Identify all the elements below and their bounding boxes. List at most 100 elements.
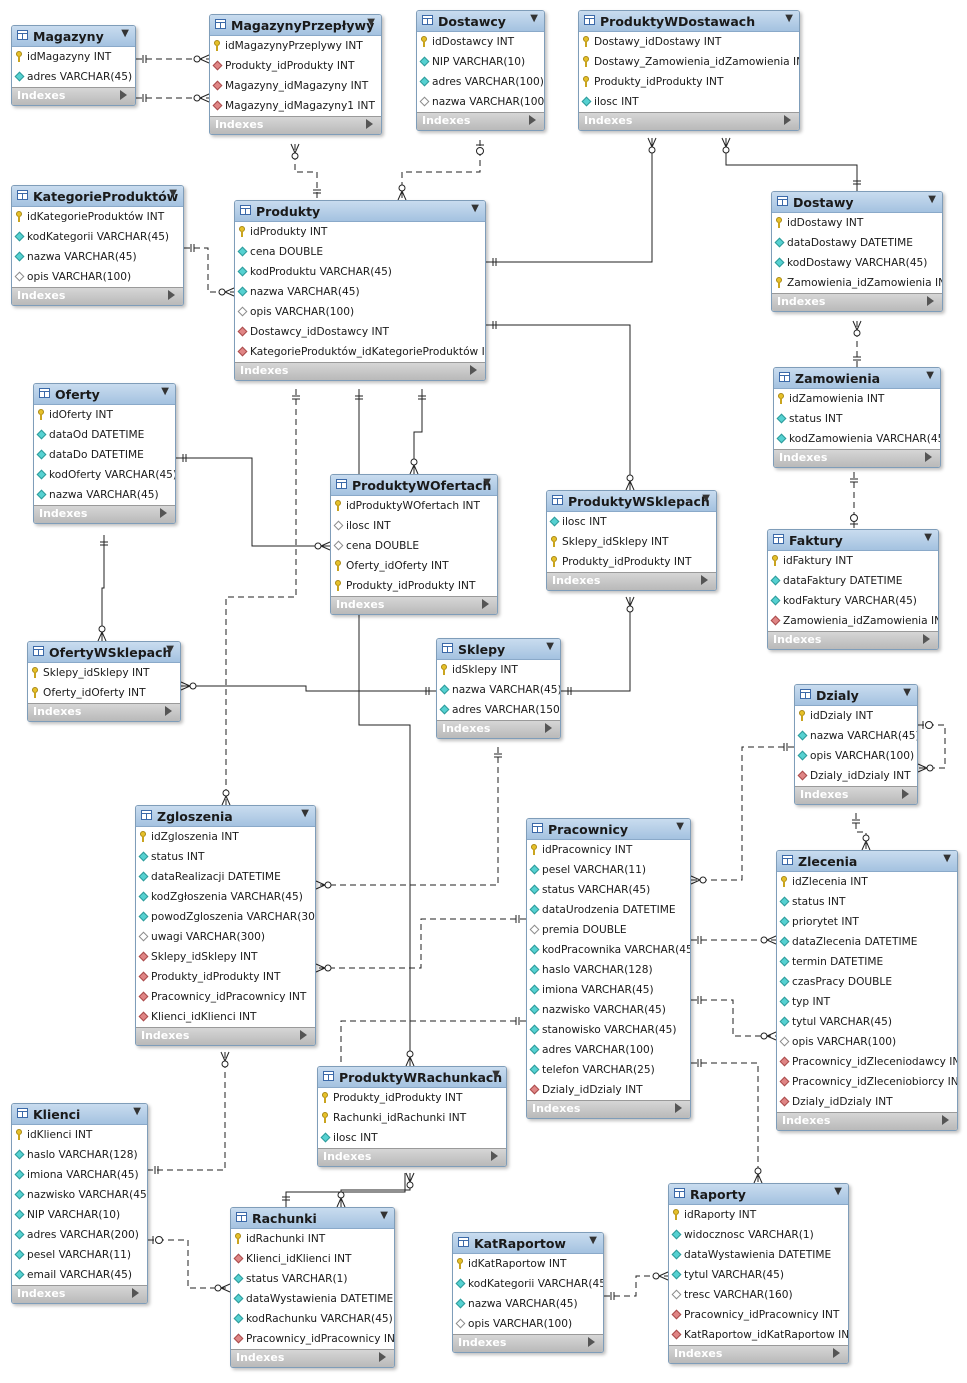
- indexes-footer[interactable]: Indexes: [210, 116, 381, 134]
- table-header[interactable]: Zamowienia▼: [774, 368, 940, 389]
- column-row[interactable]: Pracownicy_idZleceniodawcy INT: [777, 1052, 957, 1072]
- column-row[interactable]: status INT: [777, 892, 957, 912]
- column-row[interactable]: nazwa VARCHAR(45): [453, 1294, 603, 1314]
- collapse-arrow-icon[interactable]: ▼: [943, 853, 951, 864]
- expand-arrow-icon[interactable]: [132, 1288, 139, 1298]
- expand-arrow-icon[interactable]: [545, 723, 552, 733]
- column-row[interactable]: email VARCHAR(45): [12, 1265, 147, 1285]
- column-row[interactable]: dataFaktury DATETIME: [768, 571, 938, 591]
- expand-arrow-icon[interactable]: [833, 1348, 840, 1358]
- column-row[interactable]: status VARCHAR(1): [231, 1269, 394, 1289]
- indexes-footer[interactable]: Indexes: [772, 293, 942, 311]
- column-row[interactable]: Produkty_idProdukty INT: [331, 576, 497, 596]
- collapse-arrow-icon[interactable]: ▼: [166, 644, 174, 655]
- table-header[interactable]: Dostawy▼: [772, 192, 942, 213]
- column-row[interactable]: ilosc INT: [547, 512, 716, 532]
- collapse-arrow-icon[interactable]: ▼: [483, 477, 491, 488]
- column-row[interactable]: dataDostawy DATETIME: [772, 233, 942, 253]
- collapse-arrow-icon[interactable]: ▼: [121, 28, 129, 39]
- column-row[interactable]: tytul VARCHAR(45): [777, 1012, 957, 1032]
- expand-arrow-icon[interactable]: [120, 90, 127, 100]
- indexes-footer[interactable]: Indexes: [28, 703, 180, 721]
- indexes-footer[interactable]: Indexes: [12, 287, 183, 305]
- column-row[interactable]: nazwa VARCHAR(45): [235, 282, 485, 302]
- table-header[interactable]: Zlecenia▼: [777, 851, 957, 872]
- collapse-arrow-icon[interactable]: ▼: [834, 1186, 842, 1197]
- column-row[interactable]: premia DOUBLE: [527, 920, 690, 940]
- column-row[interactable]: Produkty_idProdukty INT: [210, 56, 381, 76]
- column-row[interactable]: Sklepy_idSklepy INT: [136, 947, 315, 967]
- column-row[interactable]: Sklepy_idSklepy INT: [28, 663, 180, 683]
- column-row[interactable]: status INT: [774, 409, 940, 429]
- column-row[interactable]: pesel VARCHAR(11): [12, 1245, 147, 1265]
- table-header[interactable]: KatRaportow▼: [453, 1233, 603, 1254]
- collapse-arrow-icon[interactable]: ▼: [926, 370, 934, 381]
- column-row[interactable]: telefon VARCHAR(25): [527, 1060, 690, 1080]
- column-row[interactable]: nazwa VARCHAR(45): [437, 680, 560, 700]
- expand-arrow-icon[interactable]: [491, 1151, 498, 1161]
- column-row[interactable]: idOferty INT: [34, 405, 175, 425]
- table-header[interactable]: Raporty▼: [669, 1184, 848, 1205]
- table-header[interactable]: KategorieProduktów▼: [12, 186, 183, 207]
- indexes-footer[interactable]: Indexes: [417, 112, 544, 130]
- table-produktywdostawach[interactable]: ProduktyWDostawach▼Dostawy_idDostawy INT…: [578, 10, 800, 131]
- table-header[interactable]: MagazynyPrzepływy▼: [210, 15, 381, 36]
- column-row[interactable]: status VARCHAR(45): [527, 880, 690, 900]
- column-row[interactable]: Magazyny_idMagazyny INT: [210, 76, 381, 96]
- collapse-arrow-icon[interactable]: ▼: [785, 13, 793, 24]
- column-row[interactable]: cena DOUBLE: [235, 242, 485, 262]
- table-magazynyprzeplywy[interactable]: MagazynyPrzepływy▼idMagazynyPrzeplywy IN…: [209, 14, 382, 135]
- column-row[interactable]: Produkty_idProdukty INT: [318, 1088, 506, 1108]
- column-row[interactable]: imiona VARCHAR(45): [527, 980, 690, 1000]
- column-row[interactable]: Pracownicy_idPracownicy INT: [231, 1329, 394, 1349]
- column-row[interactable]: kodFaktury VARCHAR(45): [768, 591, 938, 611]
- collapse-arrow-icon[interactable]: ▼: [928, 194, 936, 205]
- table-header[interactable]: Rachunki▼: [231, 1208, 394, 1229]
- column-row[interactable]: NIP VARCHAR(10): [417, 52, 544, 72]
- expand-arrow-icon[interactable]: [160, 508, 167, 518]
- expand-arrow-icon[interactable]: [902, 789, 909, 799]
- column-row[interactable]: idMagazynyPrzeplywy INT: [210, 36, 381, 56]
- column-row[interactable]: dataWystawienia DATETIME: [669, 1245, 848, 1265]
- column-row[interactable]: idZgloszenia INT: [136, 827, 315, 847]
- column-row[interactable]: priorytet INT: [777, 912, 957, 932]
- table-header[interactable]: Dostawcy▼: [417, 11, 544, 32]
- indexes-footer[interactable]: Indexes: [136, 1027, 315, 1045]
- column-row[interactable]: uwagi VARCHAR(300): [136, 927, 315, 947]
- collapse-arrow-icon[interactable]: ▼: [924, 532, 932, 543]
- table-header[interactable]: ProduktyWSklepach▼: [547, 491, 716, 512]
- collapse-arrow-icon[interactable]: ▼: [589, 1235, 597, 1246]
- column-row[interactable]: idZamowienia INT: [774, 389, 940, 409]
- column-row[interactable]: cena DOUBLE: [331, 536, 497, 556]
- collapse-arrow-icon[interactable]: ▼: [702, 493, 710, 504]
- table-header[interactable]: ProduktyWDostawach▼: [579, 11, 799, 32]
- expand-arrow-icon[interactable]: [942, 1115, 949, 1125]
- column-row[interactable]: adres VARCHAR(45): [12, 67, 135, 87]
- column-row[interactable]: Dzialy_idDzialy INT: [527, 1080, 690, 1100]
- column-row[interactable]: Produkty_idProdukty INT: [547, 552, 716, 572]
- indexes-footer[interactable]: Indexes: [527, 1100, 690, 1118]
- expand-arrow-icon[interactable]: [168, 290, 175, 300]
- column-row[interactable]: Pracownicy_idPracownicy INT: [136, 987, 315, 1007]
- column-row[interactable]: kodZgłoszenia VARCHAR(45): [136, 887, 315, 907]
- indexes-footer[interactable]: Indexes: [777, 1112, 957, 1130]
- indexes-footer[interactable]: Indexes: [547, 572, 716, 590]
- column-row[interactable]: Dzialy_idDzialy INT: [795, 766, 917, 786]
- column-row[interactable]: idKatRaportow INT: [453, 1254, 603, 1274]
- indexes-footer[interactable]: Indexes: [795, 786, 917, 804]
- expand-arrow-icon[interactable]: [675, 1103, 682, 1113]
- column-row[interactable]: Oferty_idOferty INT: [331, 556, 497, 576]
- column-row[interactable]: Zamowienia_idZamowienia INT: [772, 273, 942, 293]
- expand-arrow-icon[interactable]: [379, 1352, 386, 1362]
- table-header[interactable]: ProduktyWRachunkach▼: [318, 1067, 506, 1088]
- table-produktywrachunkach[interactable]: ProduktyWRachunkach▼Produkty_idProdukty …: [317, 1066, 507, 1167]
